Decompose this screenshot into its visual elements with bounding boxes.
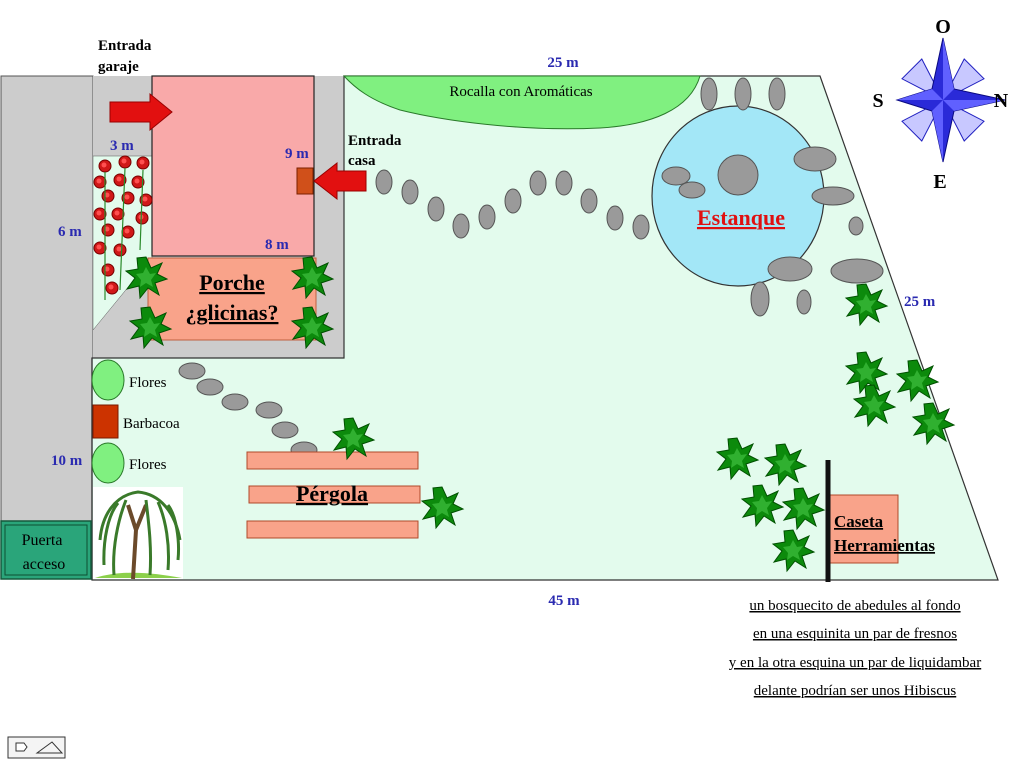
dim-bottom: 45 m [548,593,580,609]
access-gate-label-2: acceso [23,556,66,573]
compass-east: E [933,171,946,193]
dim-house-bottom: 8 m [265,237,289,253]
flowers-bottom [91,442,125,484]
side-path [0,75,94,522]
house-entry-label-2: casa [348,153,376,169]
compass-rose [895,37,1006,163]
dim-left-side: 10 m [51,453,83,469]
house-door [296,167,314,195]
access-gate-frame [4,524,88,576]
willow-tree-image [93,487,183,580]
rockery [342,75,701,130]
porch-label-1: Porche [199,270,265,295]
pergola-label: Pérgola [296,481,368,506]
pergola [246,451,421,539]
note-1: un bosquecito de abedules al fondo [749,598,960,614]
flowers-top [91,359,125,401]
rockery-label: Rocalla con Aromáticas [449,84,592,100]
flowers-top-label: Flores [129,375,167,391]
dim-right: 25 m [904,294,936,310]
note-2: en una esquinita un par de fresnos [753,626,957,642]
flowers-bottom-label: Flores [129,457,167,473]
house-entry-arrow [313,161,367,201]
shed-label-1: Caseta [834,512,884,531]
compass-south: S [872,90,883,112]
roses [93,155,153,300]
house [151,75,315,257]
garage-entry-label-1: Entrada [98,38,152,54]
porch-label-2: ¿glicinas? [186,300,279,325]
compass-west: O [935,16,951,38]
garage-entry-arrow [109,92,173,132]
porch [147,257,317,341]
compass-north: N [994,90,1009,112]
pond-label: Estanque [697,205,785,230]
dim-top: 25 m [547,55,579,71]
pencil-icon [15,742,28,752]
note-4: delante podrían ser unos Hibiscus [754,683,957,699]
access-gate-label-1: Puerta [22,532,63,549]
slide-nav-button[interactable] [7,736,66,759]
note-3: y en la otra esquina un par de liquidamb… [729,655,981,671]
garage-entry-label-2: garaje [98,59,139,75]
dim-garage-depth: 6 m [58,224,82,240]
access-gate [0,520,92,580]
triangle-icon [35,741,64,754]
bbq-label: Barbacoa [123,416,180,432]
shed-label-2: Herramientas [834,536,935,555]
dim-house-side: 9 m [285,146,309,162]
pond-stones [661,77,884,317]
house-entry-label-1: Entrada [348,133,402,149]
barbecue [92,404,119,439]
dim-garage-width: 3 m [110,138,134,154]
stepping-stones-house-pond [375,169,650,240]
